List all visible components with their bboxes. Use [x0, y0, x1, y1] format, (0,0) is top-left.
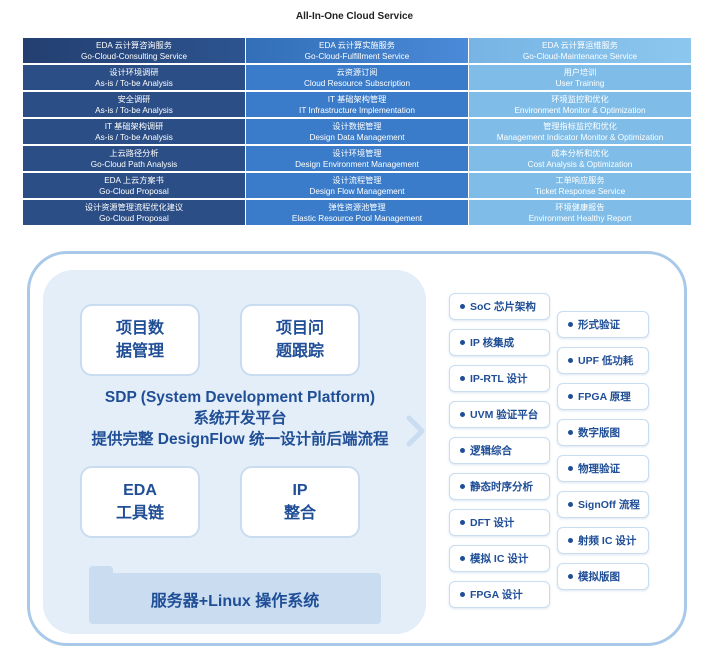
bullet-icon	[568, 322, 573, 327]
project-issue-tracking-box: 项目问题跟踪	[240, 304, 360, 376]
chevron-right-icon	[406, 415, 425, 447]
flow-item: 物理验证	[557, 455, 649, 482]
page-title: All-In-One Cloud Service	[295, 11, 414, 22]
flow-item: 形式验证	[557, 311, 649, 338]
flow-item: IP-RTL 设计	[449, 365, 550, 392]
flow-item: FPGA 原理	[557, 383, 649, 410]
bullet-icon	[460, 448, 465, 453]
bullet-icon	[460, 304, 465, 309]
flow-item: FPGA 设计	[449, 581, 550, 608]
flow-item: 模拟版图	[557, 563, 649, 590]
bullet-icon	[460, 592, 465, 597]
sdp-title: SDP (System Development Platform)	[104, 389, 376, 406]
flow-item: 逻辑综合	[449, 437, 550, 464]
flow-item: SignOff 流程	[557, 491, 649, 518]
bullet-icon	[460, 340, 465, 345]
bullet-icon	[568, 574, 573, 579]
sdp-description: 提供完整 DesignFlow 统一设计前后端流程	[91, 431, 389, 448]
flow-item: DFT 设计	[449, 509, 550, 536]
flow-item: IP 核集成	[449, 329, 550, 356]
flow-item: 射频 IC 设计	[557, 527, 649, 554]
bullet-icon	[568, 358, 573, 363]
bullet-icon	[568, 538, 573, 543]
bullet-icon	[460, 520, 465, 525]
flow-item: 数字版图	[557, 419, 649, 446]
sdp-subtitle: 系统开发平台	[193, 410, 287, 427]
bullet-icon	[460, 484, 465, 489]
os-block-tab	[89, 566, 113, 576]
bullet-icon	[568, 466, 573, 471]
bullet-icon	[460, 556, 465, 561]
flow-item: UPF 低功耗	[557, 347, 649, 374]
bullet-icon	[460, 412, 465, 417]
bullet-icon	[568, 430, 573, 435]
flow-item: 静态时序分析	[449, 473, 550, 500]
flow-item: SoC 芯片架构	[449, 293, 550, 320]
bullet-icon	[568, 502, 573, 507]
project-data-management-box: 项目数据管理	[80, 304, 200, 376]
bullet-icon	[568, 394, 573, 399]
os-block: 服务器+Linux 操作系统	[89, 573, 381, 624]
flow-item: 模拟 IC 设计	[449, 545, 550, 572]
flow-item: UVM 验证平台	[449, 401, 550, 428]
bullet-icon	[460, 376, 465, 381]
